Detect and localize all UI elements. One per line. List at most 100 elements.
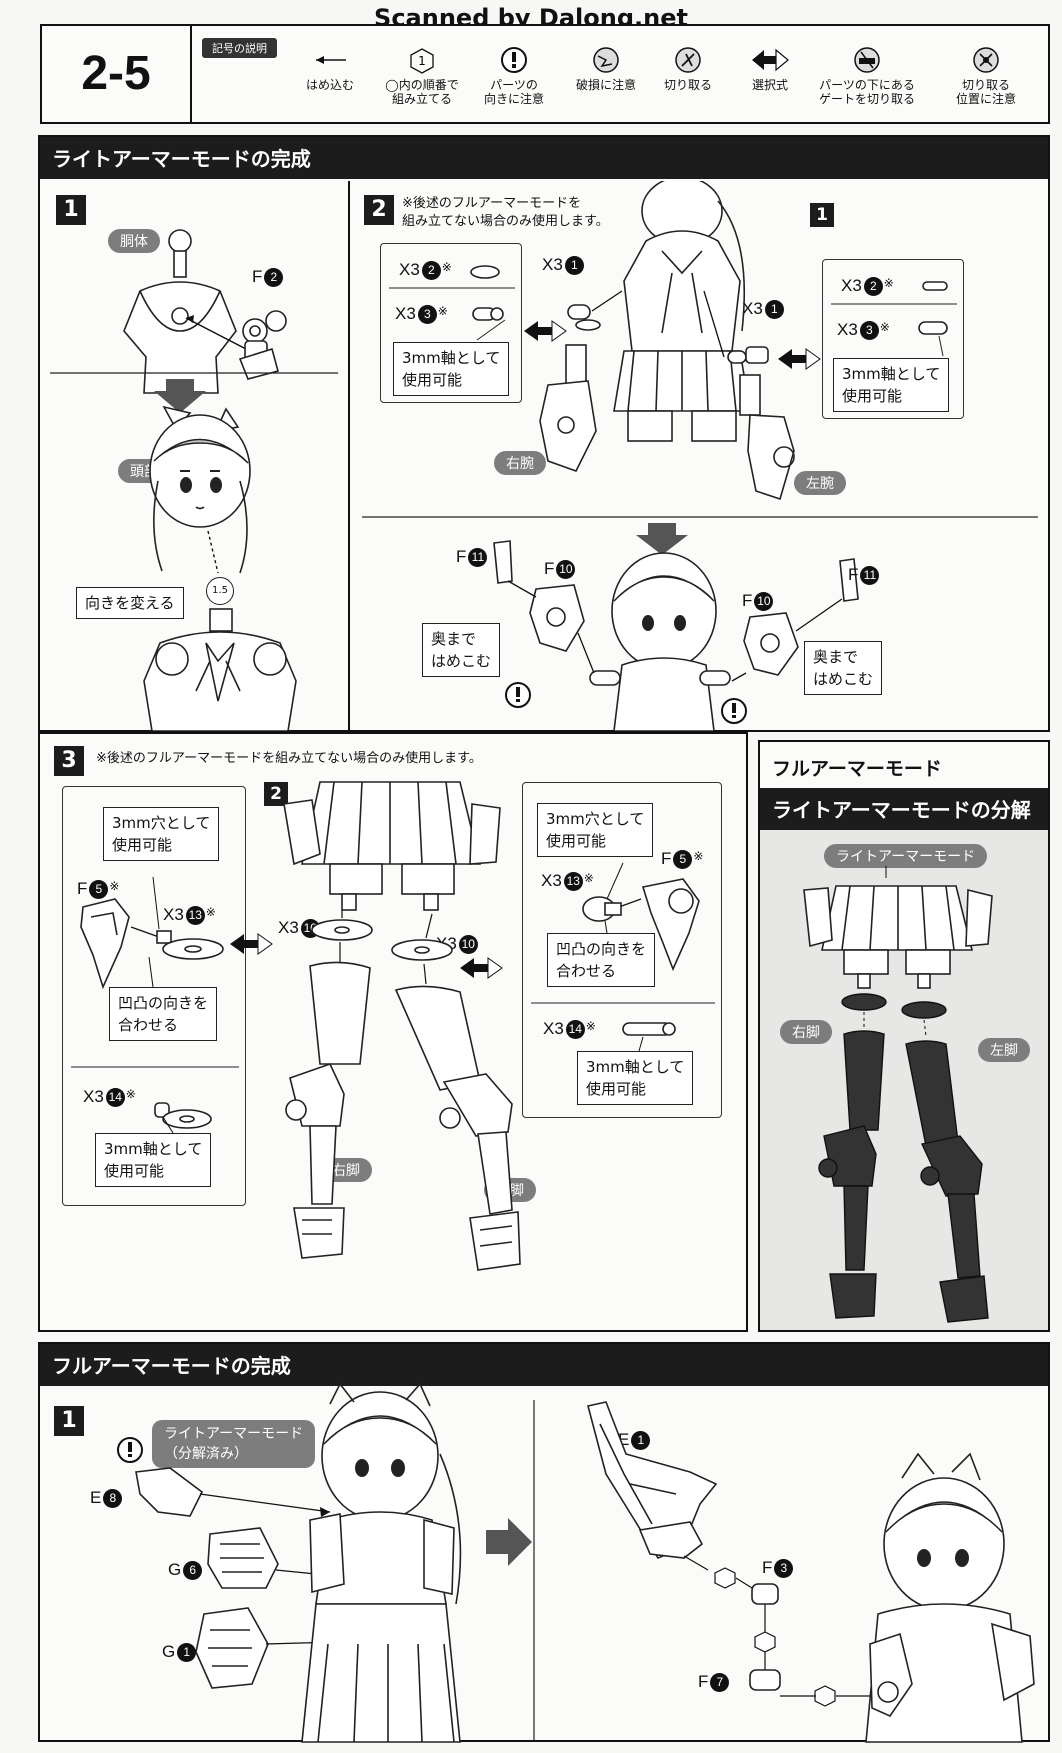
step3-left-parts (71, 876, 239, 1134)
gate-cut-icon (854, 47, 880, 73)
full-step1-number: 1 (54, 1406, 84, 1436)
legend-cut-position: 切り取る 位置に注意 (938, 46, 1034, 106)
numbered-circle-icon: 1 (410, 48, 434, 74)
body-tag: 胴体 (108, 229, 160, 253)
double-arrow-icon (752, 48, 789, 72)
step2-ref-number: 1 (810, 203, 834, 227)
legend-insert: はめ込む (282, 46, 378, 92)
step-code: 2-5 (42, 26, 192, 122)
header-box: 2-5 記号の説明 はめ込む 1 ◯内の順番で 組み立てる パーツの 向きに注意… (40, 24, 1050, 124)
legend-break: 破損に注意 (558, 46, 654, 92)
axis-callout-right: 3mm軸として 使用可能 (833, 358, 950, 412)
legend-label: 切り取る 位置に注意 (955, 78, 1016, 106)
change-direction-callout: 向きを変える (76, 587, 184, 619)
legend-order: 1 ◯内の順番で 組み立てる (374, 46, 470, 106)
svg-text:1: 1 (418, 54, 426, 68)
part-f2-shape (238, 310, 287, 380)
figure-bust-lower (589, 552, 731, 731)
legend-direction: パーツの 向きに注意 (466, 46, 562, 106)
left-arm-tag: 左腕 (794, 471, 846, 495)
right-arm-shape (539, 290, 623, 472)
hole-callout-right: 3mm穴として 使用可能 (537, 803, 654, 857)
break-warning-icon (593, 47, 619, 73)
head-shape (149, 405, 251, 574)
legend-label: 切り取る (663, 78, 712, 92)
cut-icon (675, 47, 701, 73)
step3-number: 3 (54, 746, 84, 776)
left-arm-shape (703, 290, 795, 501)
step1-illustration (50, 229, 338, 731)
cut-position-icon (973, 47, 999, 73)
legend-label: はめ込む (305, 78, 354, 92)
section-title-light-complete: ライトアーマーモードの完成 (40, 137, 1048, 179)
joint-label: 1.5 (206, 577, 234, 605)
legend-label: パーツの 向きに注意 (483, 78, 544, 106)
section-title-disassembly: ライトアーマーモードの分解 (760, 788, 1048, 830)
legend-choice: 選択式 (722, 46, 818, 92)
light-mode-disassembled-tag: ライトアーマーモード （分解済み） (152, 1420, 316, 1468)
full-armor-figure-left (301, 1382, 462, 1743)
disassembly-panel: フルアーマーモード ライトアーマーモードの分解 ライトアーマーモード 右脚 左脚 (758, 740, 1050, 1332)
legend-cut: 切り取る (640, 46, 736, 92)
legend-label: ◯内の順番で 組み立てる (385, 78, 459, 106)
legend-label: パーツの下にある ゲートを切り取る (818, 78, 915, 106)
step1-number: 1 (56, 195, 86, 225)
left-leg-shape (394, 963, 521, 1271)
full-armor-illustration (117, 1382, 1035, 1743)
figure-upper-body (613, 181, 751, 442)
step3-right-parts (531, 862, 715, 1052)
axis-callout-right-3: 3mm軸として 使用可能 (577, 1051, 694, 1105)
align-callout-right: 凹凸の向きを 合わせる (547, 933, 656, 987)
step2-note: ※後述のフルアーマーモードを 組み立てない場合のみ使用します。 (402, 196, 609, 229)
step2-illustration (362, 181, 1038, 731)
legend-title: 記号の説明 (202, 38, 277, 58)
bust-shape (143, 608, 297, 731)
disassembly-body: ライトアーマーモード 右脚 左脚 (760, 830, 1048, 1330)
legend-label: 破損に注意 (575, 78, 636, 92)
step2-number: 2 (364, 195, 394, 225)
figure-hips (283, 781, 501, 911)
axis-callout-left-3: 3mm軸として 使用可能 (95, 1133, 212, 1187)
step3-illustration (230, 781, 521, 1271)
step2-left-parts (389, 265, 515, 341)
step3-note: ※後述のフルアーマーモードを組み立てない場合のみ使用します。 (96, 751, 482, 766)
press-in-callout-left: 奥まで はめこむ (422, 623, 501, 677)
full-mode-title: フルアーマーモード (772, 758, 942, 780)
section-title-full-complete: フルアーマーモードの完成 (40, 1344, 1048, 1386)
arrow-left-icon (316, 56, 346, 64)
align-callout-left: 凹凸の向きを 合わせる (109, 987, 218, 1041)
full-armor-figure-right (865, 1452, 1035, 1743)
step3-ref-number: 2 (264, 782, 288, 806)
legend-gate: パーツの下にある ゲートを切り取る (812, 46, 922, 106)
